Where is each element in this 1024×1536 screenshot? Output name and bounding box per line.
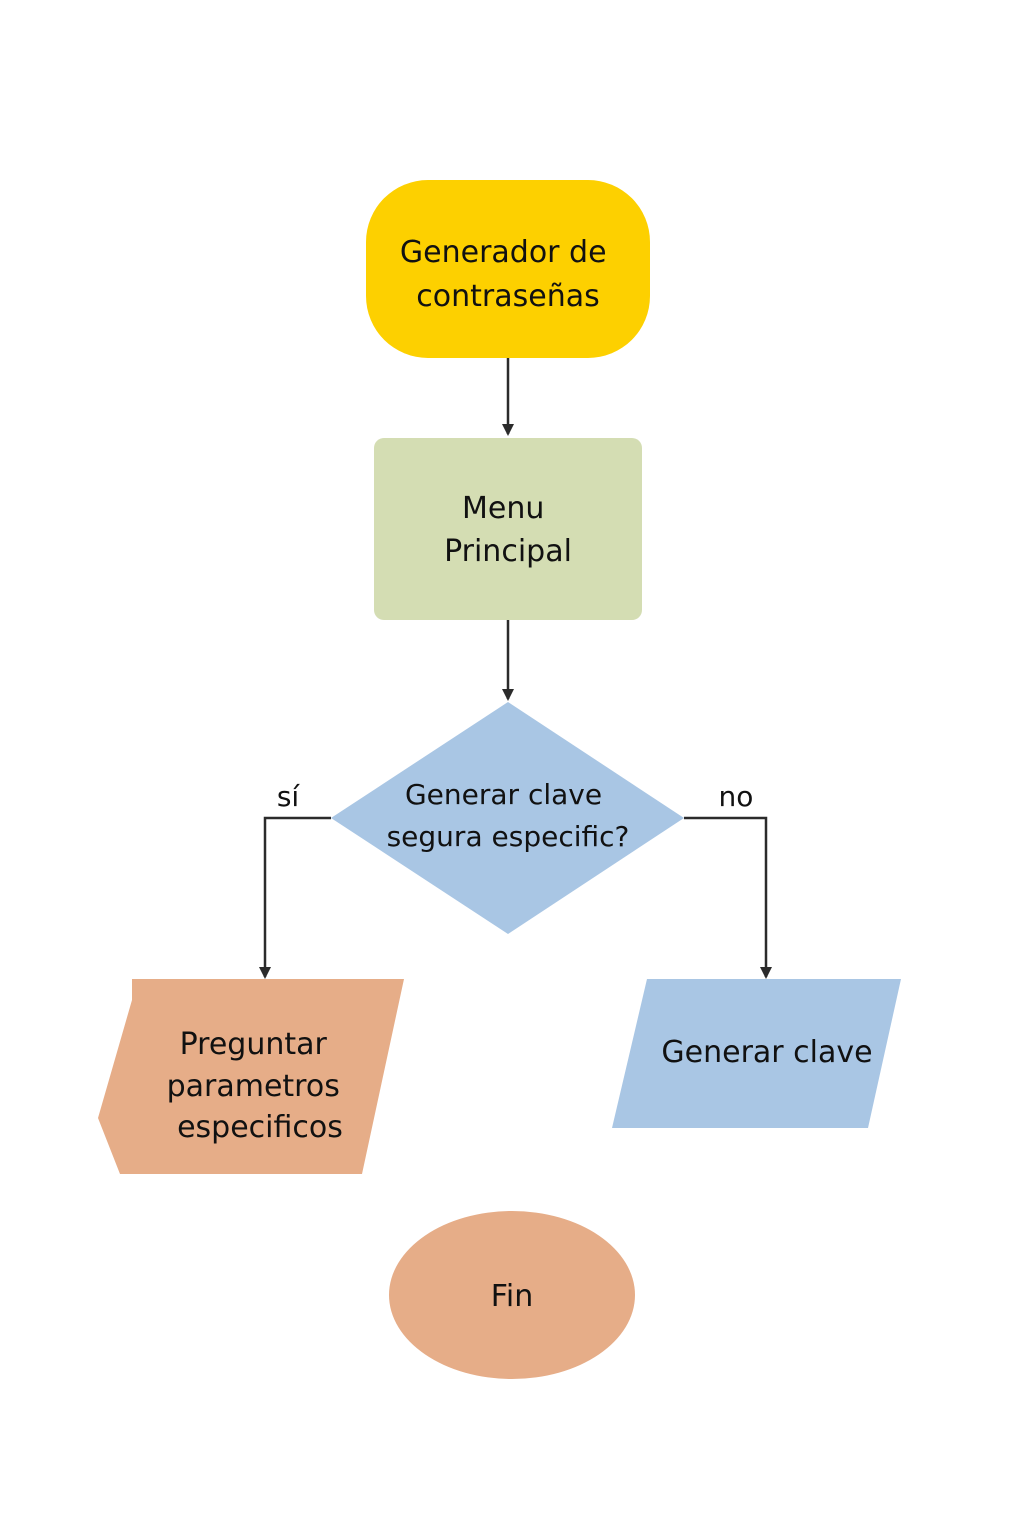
decision-node-line-1: Generar clave [405, 778, 602, 811]
menu-node-label: Menu Principal [444, 491, 572, 569]
connector-decision-no [684, 816, 772, 979]
menu-node-line-2: Principal [444, 534, 572, 569]
generate-key-node [612, 979, 901, 1128]
menu-node-line-1: Menu [462, 491, 544, 526]
edge-label-no: no [719, 780, 754, 813]
ask-parameters-node-label: Preguntar parametros especificos [167, 1027, 350, 1145]
ask-parameters-line-3: especificos [177, 1110, 343, 1145]
start-node-label: Generador de contraseñas [400, 235, 616, 314]
end-node-label: Fin [491, 1279, 533, 1314]
ask-parameters-line-2: parametros [167, 1069, 340, 1104]
ask-parameters-node [98, 979, 404, 1174]
start-node-line-1: Generador de [400, 235, 607, 270]
start-node-line-2: contraseñas [416, 279, 599, 314]
start-terminator-node [366, 180, 650, 358]
ask-parameters-line-1: Preguntar [180, 1027, 328, 1062]
end-terminator-node [389, 1211, 635, 1379]
connector-decision-yes [259, 816, 331, 979]
decision-node-line-2: segura especific? [387, 820, 630, 853]
decision-node-label: Generar clave segura especific? [387, 778, 630, 853]
menu-process-node [374, 438, 642, 620]
generate-key-node-label: Generar clave [661, 1035, 872, 1070]
edge-label-yes: sí [277, 780, 301, 813]
decision-diamond-node [331, 702, 684, 934]
